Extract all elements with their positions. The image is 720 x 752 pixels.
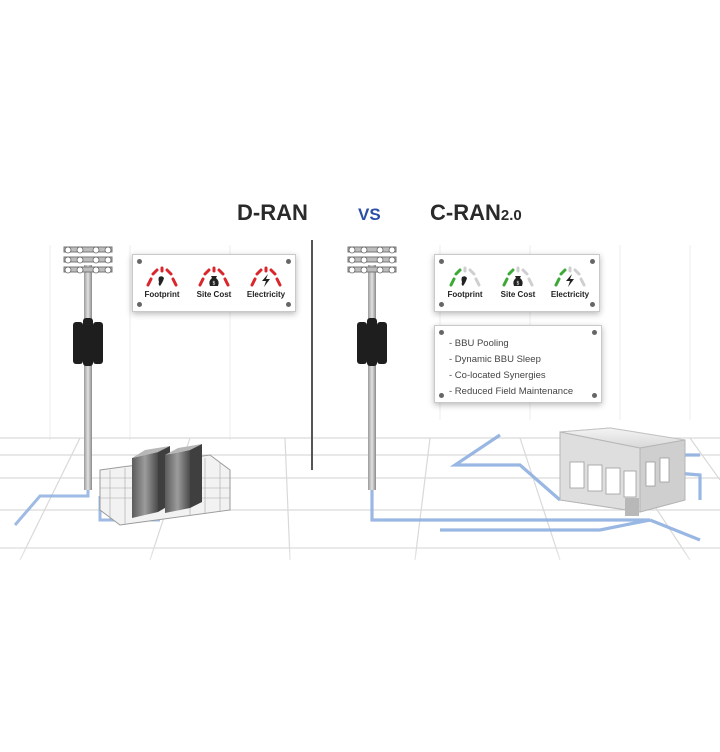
electricity-icon (250, 266, 282, 287)
cran-title-version: 2.0 (500, 207, 522, 224)
gauge-label: Electricity (550, 290, 590, 299)
feature-item: - Dynamic BBU Sleep (449, 354, 541, 365)
panel-pin (590, 259, 595, 264)
money-bag-icon: $ (502, 266, 534, 287)
panel-pin (439, 330, 444, 335)
dran-site-cabinets (99, 444, 231, 526)
svg-text:$: $ (212, 281, 215, 287)
feature-list: - BBU Pooling - Dynamic BBU Sleep - Co-l… (449, 336, 573, 400)
panel-pin (592, 393, 597, 398)
gauge-label: Site Cost (196, 290, 232, 299)
footprint-icon (146, 266, 178, 287)
gauge-label: Footprint (447, 290, 483, 299)
gauge-label: Electricity (246, 290, 286, 299)
svg-text:$: $ (516, 281, 519, 287)
panel-pin (592, 330, 597, 335)
dran-title: D-RAN (237, 200, 308, 225)
electricity-icon (554, 266, 586, 287)
panel-pin (590, 302, 595, 307)
panel-pin (286, 302, 291, 307)
feature-item: - Co-located Synergies (449, 370, 546, 381)
dran-cell-tower (63, 246, 113, 490)
panel-pin (439, 302, 444, 307)
cran-cost-panel: Footprint $ Site Cost Electricity (434, 254, 600, 312)
cran-bbu-hotel (559, 427, 686, 516)
dran-gauge-footprint: Footprint (135, 265, 189, 299)
gauge-label: Site Cost (500, 290, 536, 299)
feature-item: - Reduced Field Maintenance (449, 386, 574, 397)
cran-title-main: C-RAN (430, 200, 501, 225)
money-bag-icon: $ (198, 266, 230, 287)
feature-item: - BBU Pooling (449, 338, 509, 349)
dran-cost-panel: Footprint $ Site Cost Electricity (132, 254, 296, 312)
panel-pin (286, 259, 291, 264)
panel-pin (439, 259, 444, 264)
vs-label: VS (358, 205, 381, 224)
panel-pin (137, 302, 142, 307)
panel-pin (439, 393, 444, 398)
cran-title: C-RAN2.0 (430, 200, 522, 226)
cran-gauge-electricity: Electricity (543, 265, 597, 299)
dran-gauge-site-cost: $ Site Cost (187, 265, 241, 299)
dran-gauge-electricity: Electricity (239, 265, 293, 299)
cran-gauge-site-cost: $ Site Cost (491, 265, 545, 299)
floor-fade (0, 545, 720, 585)
footprint-icon (449, 266, 481, 287)
cran-gauge-footprint: Footprint (438, 265, 492, 299)
cran-cell-tower (347, 246, 397, 490)
panel-pin (137, 259, 142, 264)
cran-features-panel: - BBU Pooling - Dynamic BBU Sleep - Co-l… (434, 325, 602, 403)
gauge-label: Footprint (144, 290, 180, 299)
